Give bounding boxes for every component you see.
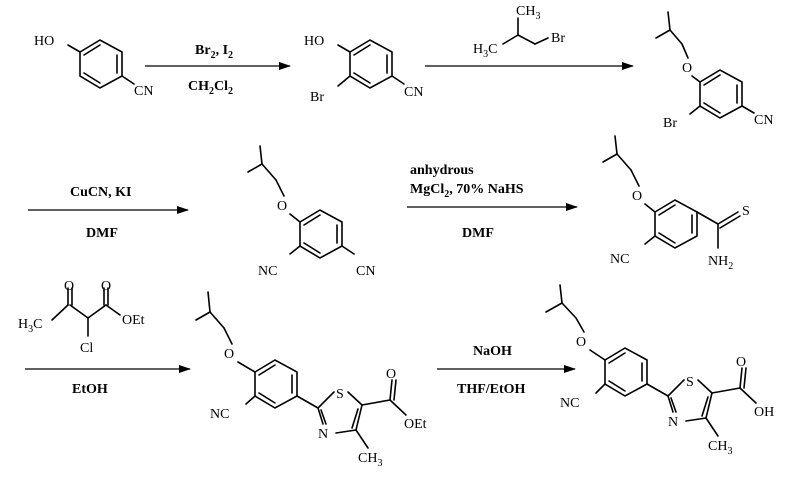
atom-o: O (736, 355, 746, 370)
atom-oet: OEt (122, 313, 145, 328)
step4-reagent-line1: anhydrous (410, 163, 474, 178)
atom-cl: Cl (80, 341, 93, 356)
step3-reagent-top: CuCN, KI (70, 185, 131, 200)
atom-o: O (277, 199, 287, 214)
atom-o: O (682, 61, 692, 76)
compound-4-hydroxybenzonitrile: HO CN (34, 34, 153, 99)
atom-ch3: CH3 (358, 451, 382, 469)
atom-o: O (632, 189, 642, 204)
atom-o: O (64, 279, 74, 294)
atom-nc: NC (210, 407, 229, 422)
atom-nh2: NH2 (708, 254, 733, 272)
atom-n: N (318, 427, 328, 442)
atom-ch3: CH3 (708, 439, 732, 457)
compound-4-isobutoxyisophthalonitrile: O NC CN (247, 145, 375, 279)
step4-reagent-bottom: DMF (462, 226, 494, 241)
atom-nc: NC (258, 264, 277, 279)
atom-o: O (224, 347, 234, 362)
step1-reagent-top: Br2, I2 (195, 43, 233, 61)
arrow-step-6: NaOH THF/EtOH (437, 344, 576, 397)
atom-oh: OH (754, 405, 774, 420)
reagent-ethyl-2-chloroacetoacetate: O O H3C OEt Cl (18, 279, 145, 356)
atom-oet: OEt (404, 417, 427, 432)
step1-reagent-bottom: CH2Cl2 (188, 79, 233, 97)
compound-febuxostat-ethyl-ester: O NC S N O OEt CH3 (195, 291, 427, 469)
atom-cn: CN (404, 85, 423, 100)
compound-3-bromo-4-hydroxybenzonitrile: HO Br CN (304, 34, 423, 105)
atom-h3c: H3C (473, 42, 497, 60)
atom-ho: HO (34, 34, 54, 49)
step4-reagent-line2: MgCl2, 70% NaHS (410, 182, 524, 200)
atom-s: S (336, 387, 344, 402)
atom-s: S (686, 375, 694, 390)
atom-br: Br (551, 31, 565, 46)
compound-febuxostat: O NC S N O OH CH3 (545, 284, 774, 457)
atom-o: O (101, 279, 111, 294)
step6-reagent-top: NaOH (473, 344, 512, 359)
arrow-step-3: CuCN, KI DMF (28, 185, 189, 241)
atom-ho: HO (304, 34, 324, 49)
arrow-step-2: CH3 H3C Br (425, 4, 634, 70)
step5-reagent-bottom: EtOH (72, 382, 108, 397)
atom-o: O (386, 367, 396, 382)
arrow-step-4: anhydrous MgCl2, 70% NaHS DMF (407, 163, 578, 241)
arrow-step-5: EtOH (25, 365, 191, 397)
atom-n: N (668, 415, 678, 430)
step6-reagent-bottom: THF/EtOH (457, 382, 526, 397)
compound-3-bromo-4-isobutoxybenzonitrile: O Br CN (655, 11, 773, 131)
arrow-step-1: Br2, I2 CH2Cl2 (145, 43, 291, 97)
step3-reagent-bottom: DMF (86, 226, 118, 241)
atom-h3c: H3C (18, 317, 42, 335)
atom-nc: NC (560, 396, 579, 411)
atom-ch3: CH3 (516, 4, 540, 22)
reagent-isobutyl-bromide: CH3 H3C Br (473, 4, 565, 60)
atom-o: O (576, 335, 586, 350)
atom-nc: NC (610, 252, 629, 267)
atom-cn: CN (134, 84, 153, 99)
atom-cn: CN (356, 264, 375, 279)
atom-cn: CN (754, 113, 773, 128)
atom-s: S (742, 204, 750, 219)
compound-thioamide: O NC S NH2 (602, 135, 750, 272)
atom-br: Br (663, 116, 677, 131)
atom-br: Br (310, 90, 324, 105)
